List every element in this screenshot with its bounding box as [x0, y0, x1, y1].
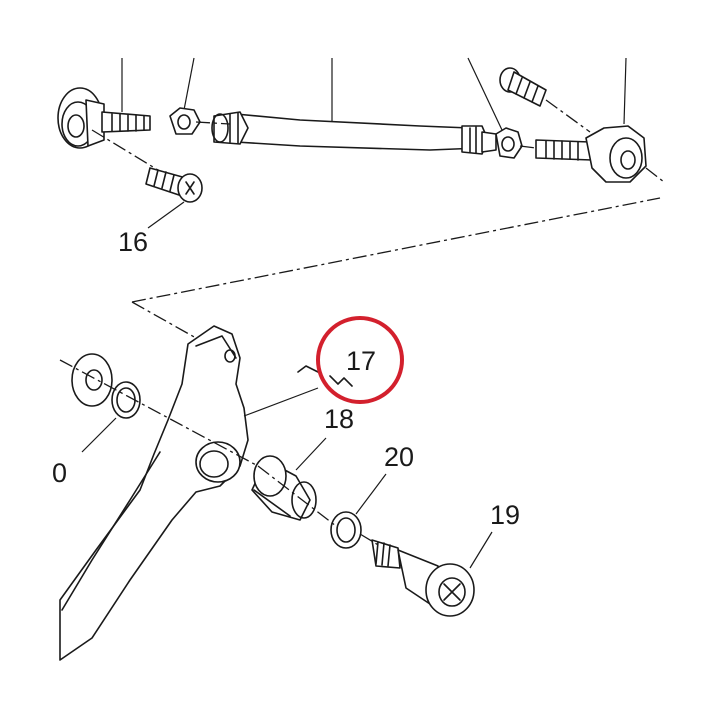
callout-20-label: 20: [384, 442, 414, 472]
rod-end-mount-bolt: [499, 67, 547, 107]
left-washer-outer: [71, 353, 113, 407]
callout-18-label: 18: [324, 404, 354, 434]
callout-17: 17: [243, 316, 404, 417]
part-18-bushing: [251, 455, 317, 521]
right-lock-nut: [495, 127, 523, 159]
linkage-rod-assembly: [57, 57, 665, 203]
part-19-pivot-bolt: [371, 539, 475, 617]
right-rod-end-eye: [585, 125, 647, 183]
left-threaded-stud: [101, 111, 151, 133]
callout-17-label: 17: [346, 346, 376, 376]
callout-16-label: 16: [118, 227, 148, 257]
callout-partial-label: 0: [52, 458, 67, 488]
pedal-lever-assembly: [59, 325, 475, 661]
part-16-bolt: [145, 167, 203, 203]
assembly-relation-line: [131, 197, 661, 339]
left-rod-end-eye: [57, 87, 105, 149]
main-tie-rod: [211, 111, 497, 155]
left-lock-nut: [169, 107, 201, 135]
highlight-circle: [316, 316, 404, 404]
right-threaded-stud: [535, 139, 593, 161]
pedal-lever-arm: [59, 325, 249, 661]
callout-19-label: 19: [490, 500, 520, 530]
part-20-o-ring: [330, 511, 362, 549]
